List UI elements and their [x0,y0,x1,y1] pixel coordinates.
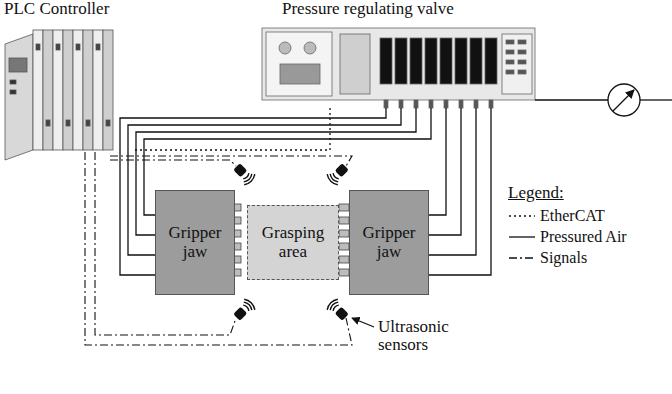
plc-illustration [5,30,113,160]
controller-unit: PLC Controller [0,0,135,170]
ultrasonic-sensors [232,162,351,323]
node-label: Gripper jaw [160,224,230,261]
gripper-jaw: Gripper jaw [155,190,235,295]
grasping-area: Grasping area [247,205,339,280]
node-heading: PLC Controller [4,0,109,18]
air-tube [429,108,476,255]
node-label: Gripper jaw [354,224,424,261]
air-tube [429,108,491,275]
legend-sample [508,231,536,243]
leader-arrow [352,318,374,327]
node-heading: Pressure regulating valve [282,0,454,18]
ethercat-link [135,108,330,150]
legend-text: Pressured Air [540,228,627,245]
legend-text: EtherCAT [540,207,605,224]
gripper-jaw: Gripper jaw [349,190,429,295]
signal-wires [85,152,352,345]
valve-illustration [262,28,535,108]
air-tube [429,108,461,235]
legend-row: Signals [508,249,587,266]
callout-label: Ultrasonic sensors [378,318,464,355]
legend-heading: Legend: [508,184,628,202]
valve-terminal: Pressure regulating valve [262,0,537,108]
legend-row: Pressured Air [508,228,627,245]
legend-row: EtherCAT [508,207,605,224]
legend-text: Signals [540,249,587,266]
node-label: Grasping area [252,224,334,261]
air-tube [429,108,446,215]
legend-sample [508,252,536,264]
pressure-gauge [535,84,672,116]
legend-sample [508,210,536,222]
